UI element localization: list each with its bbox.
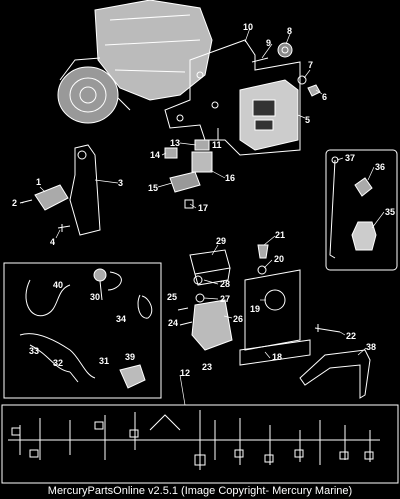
callout-27: 27: [220, 294, 230, 304]
callout-1: 1: [36, 177, 41, 187]
callout-3: 3: [118, 178, 123, 188]
callout-36: 36: [375, 162, 385, 172]
control-module: [239, 79, 299, 151]
harness-kit-box: [3, 262, 162, 399]
callout-20: 20: [274, 254, 284, 264]
callout-10: 10: [243, 22, 253, 32]
center-bracket-assembly: [177, 244, 371, 399]
callout-11: 11: [212, 140, 222, 150]
sensor-bracket: [19, 144, 101, 236]
callout-29: 29: [216, 236, 226, 246]
callout-26: 26: [233, 314, 243, 324]
main-wiring-harness: [1, 404, 399, 484]
callout-14: 14: [150, 150, 160, 160]
callout-38: 38: [366, 342, 376, 352]
callout-37: 37: [345, 153, 355, 163]
callout-34: 34: [116, 314, 126, 324]
callout-25: 25: [167, 292, 177, 302]
callout-30: 30: [90, 292, 100, 302]
callout-33: 33: [29, 346, 39, 356]
callout-5: 5: [305, 115, 310, 125]
small-fasteners-top: [251, 42, 321, 97]
leader-lines: [21, 27, 385, 406]
callout-4: 4: [50, 237, 55, 247]
image-caption: MercuryPartsOnline v2.5.1 (Image Copyrig…: [0, 484, 400, 499]
callout-2: 2: [12, 198, 17, 208]
callout-40: 40: [53, 280, 63, 290]
callout-19: 19: [250, 304, 260, 314]
callout-13: 13: [170, 138, 180, 148]
callout-28: 28: [220, 279, 230, 289]
callout-18: 18: [272, 352, 282, 362]
relay-cluster: [164, 128, 219, 209]
callout-35: 35: [385, 207, 395, 217]
callout-21: 21: [275, 230, 285, 240]
callout-32: 32: [53, 358, 63, 368]
callout-17: 17: [198, 203, 208, 213]
callout-9: 9: [266, 38, 271, 48]
callout-24: 24: [168, 318, 178, 328]
callout-labels: 10 8 9 7 6 5 11 13 14 16 15 17 3 1 2 4 3…: [12, 22, 395, 378]
callout-12: 12: [180, 368, 190, 378]
sensor-kit-box: [325, 149, 398, 271]
callout-8: 8: [287, 26, 292, 36]
callout-22: 22: [346, 331, 356, 341]
callout-16: 16: [225, 173, 235, 183]
callout-31: 31: [99, 356, 109, 366]
mounting-bracket: [164, 39, 301, 156]
transmission-assembly: [57, 0, 213, 124]
callout-23: 23: [202, 362, 212, 372]
callout-6: 6: [322, 92, 327, 102]
callout-39: 39: [125, 352, 135, 362]
callout-15: 15: [148, 183, 158, 193]
callout-7: 7: [308, 60, 313, 70]
